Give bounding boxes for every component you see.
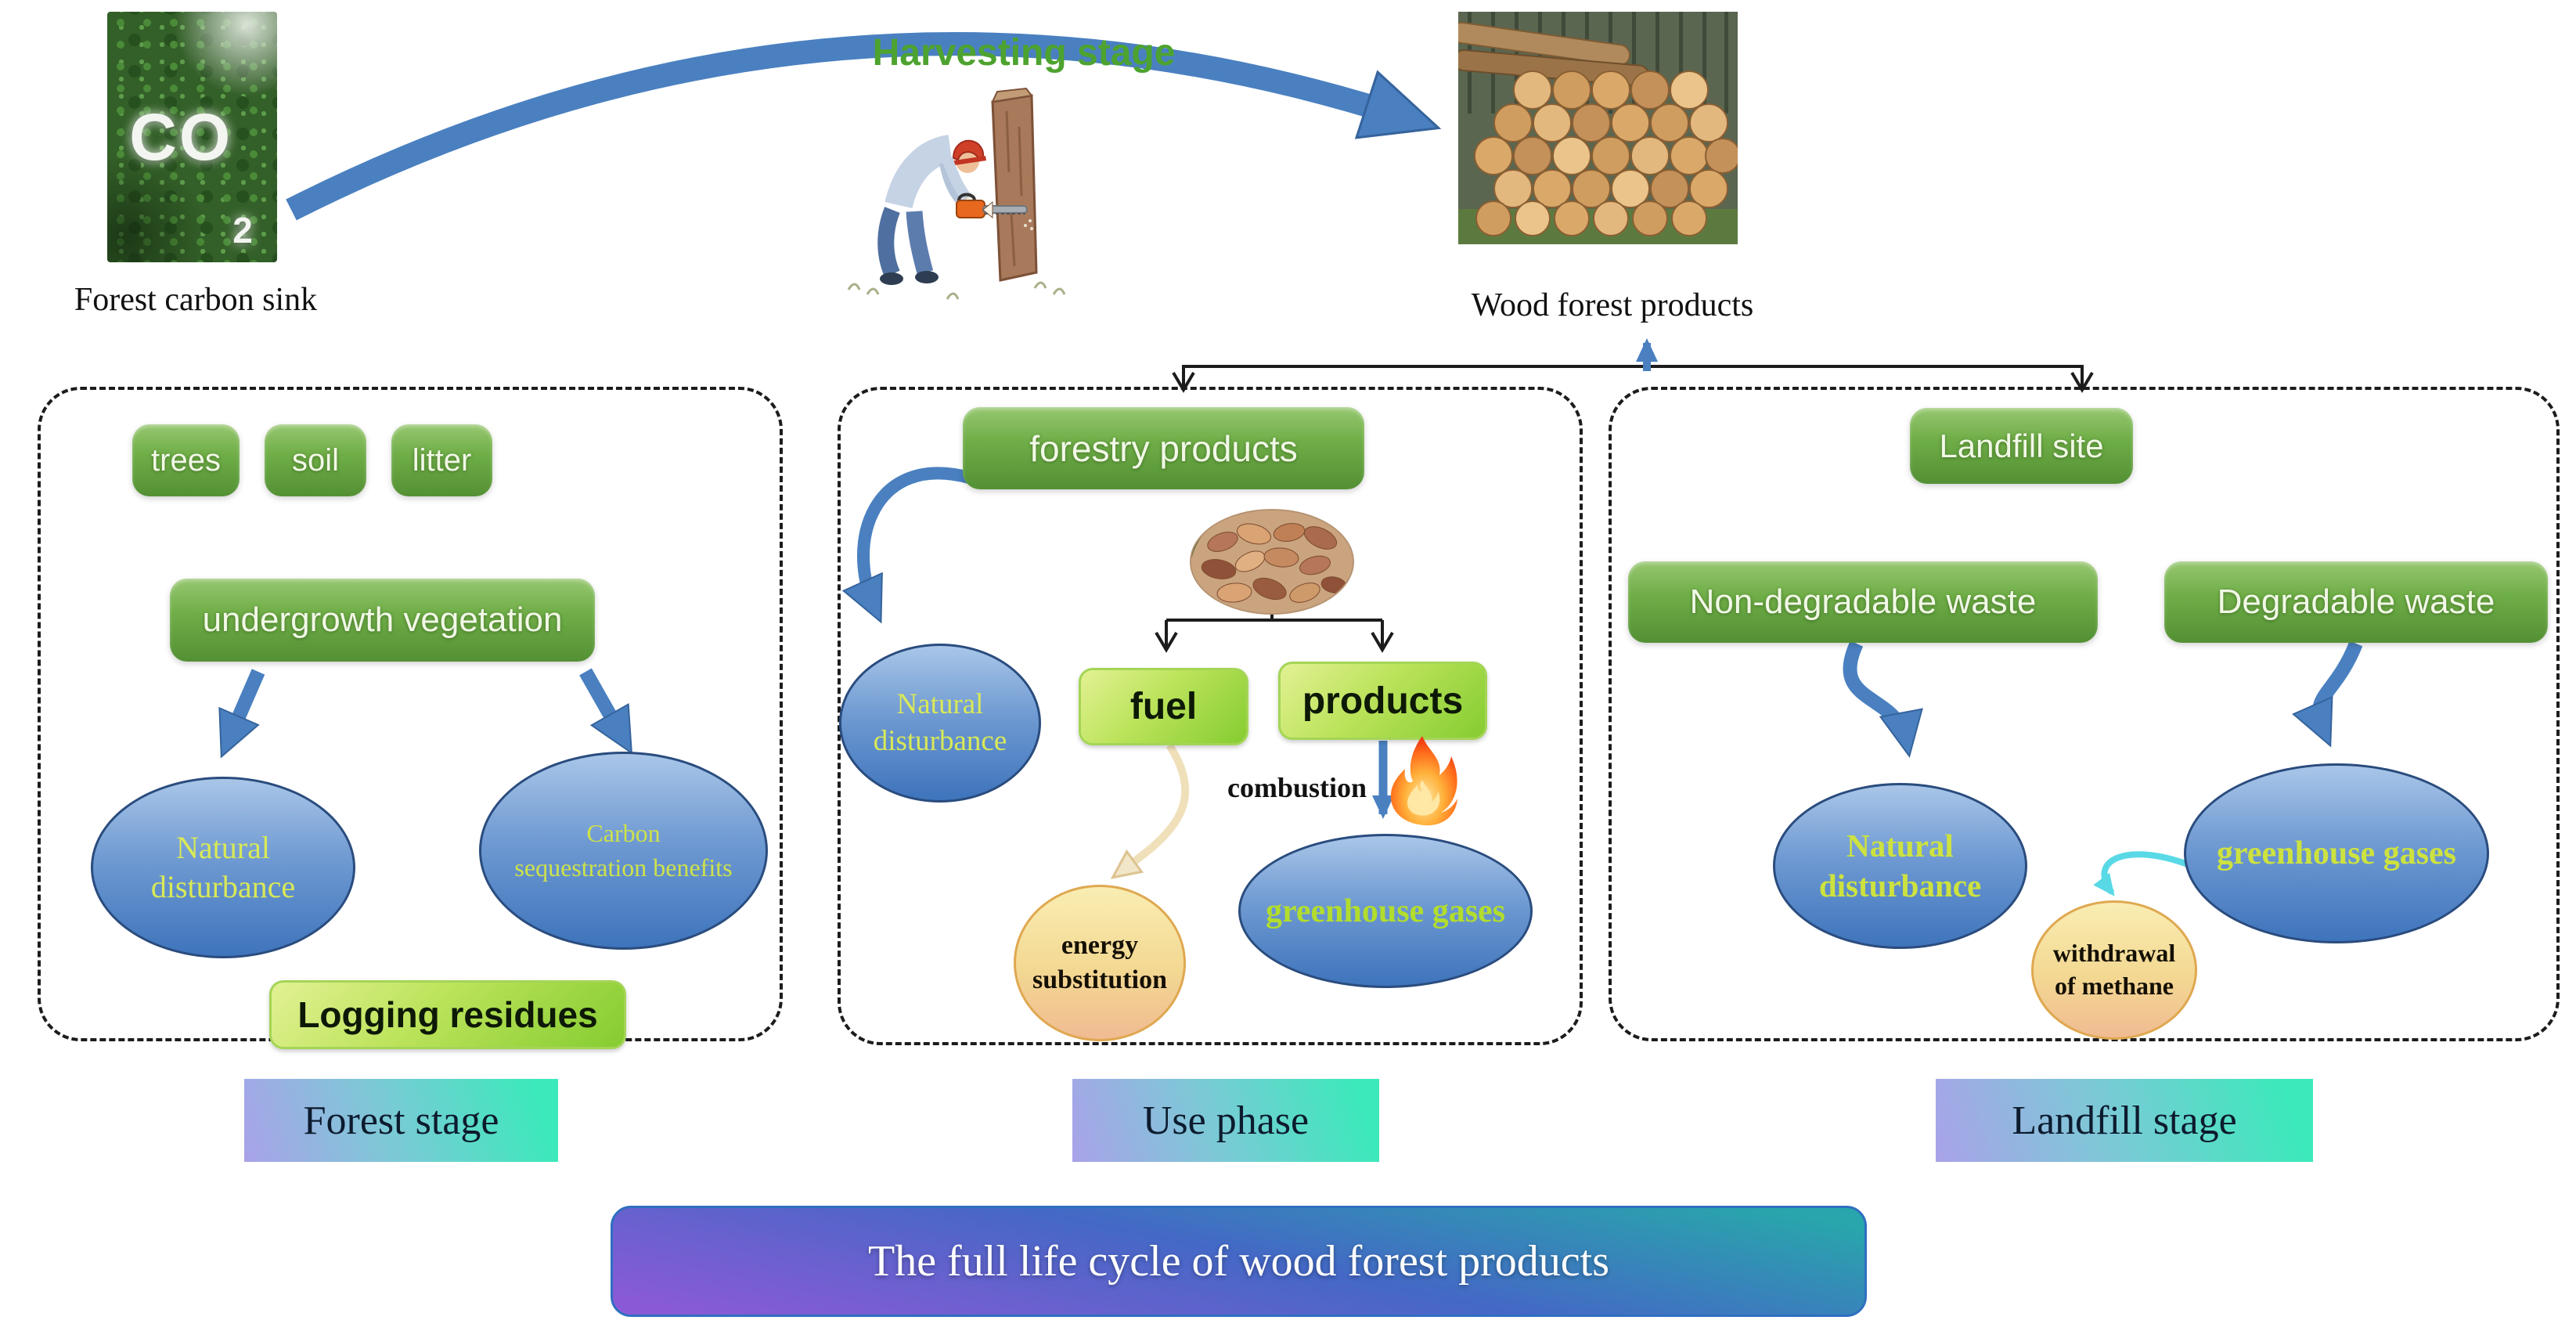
diagram-title-bar: The full life cycle of wood forest produ…: [611, 1206, 1867, 1317]
forest-natural-disturbance-label: Natural disturbance: [150, 830, 296, 904]
fuel-node: fuel: [1079, 668, 1248, 745]
energy-line2: substitution: [1032, 965, 1167, 994]
grass-strokes: [847, 281, 1066, 300]
forest-natural-disturbance-ellipse: Natural disturbance: [91, 777, 355, 958]
pool-litter: litter: [391, 424, 492, 496]
landfill-stage-bar: Landfill stage: [1936, 1079, 2313, 1162]
forestry-products-node: forestry products: [963, 407, 1364, 489]
withdrawal-line1: withdrawal: [2052, 939, 2176, 968]
wood-forest-products-caption: Wood forest products: [1471, 287, 1754, 323]
combustion-label: combustion: [1227, 772, 1367, 803]
use-phase-bar: Use phase: [1072, 1079, 1379, 1162]
landfill-stage-box: [1609, 387, 2560, 1041]
forest-carbon-sink-caption: Forest carbon sink: [74, 282, 318, 318]
energy-substitution-ellipse: energy substitution: [1014, 885, 1186, 1041]
landfill-natural-disturbance-label: Natural disturbance: [1818, 827, 1982, 904]
landfill-site-node: Landfill site: [1910, 408, 2133, 484]
use-natural-disturbance-ellipse: Natural disturbance: [839, 644, 1041, 803]
undergrowth-vegetation-node: undergrowth vegetation: [170, 579, 595, 662]
use-greenhouse-gases-ellipse: greenhouse gases: [1238, 834, 1533, 988]
landfill-greenhouse-gases-ellipse: greenhouse gases: [2184, 763, 2489, 943]
tree-trunk: [991, 87, 1038, 282]
use-natural-disturbance-label: Natural disturbance: [873, 688, 1007, 757]
use-greenhouse-gases-label: greenhouse gases: [1265, 893, 1506, 929]
co2-forest-image: CO 2: [107, 12, 277, 262]
log-ends: [1474, 70, 1738, 236]
wood-pellets-image: [1190, 509, 1354, 615]
co2-subscript: 2: [232, 210, 255, 251]
products-node: products: [1278, 662, 1487, 740]
logs-image: [1458, 12, 1738, 244]
co2-label: CO 2: [107, 12, 277, 262]
pool-soil: soil: [265, 424, 366, 496]
degradable-waste-node: Degradable waste: [2164, 561, 2548, 643]
logging-residues-node: Logging residues: [269, 980, 626, 1049]
co2-text: CO: [129, 99, 233, 174]
wood-pellets-detail: [1191, 510, 1353, 613]
landfill-natural-disturbance-ellipse: Natural disturbance: [1773, 783, 2027, 949]
lumberjack-figure: [877, 135, 986, 285]
energy-line1: energy: [1061, 930, 1139, 960]
landfill-greenhouse-gases-label: greenhouse gases: [2216, 835, 2457, 871]
chainsaw-icon: [956, 193, 1033, 230]
lumberjack-image: [847, 87, 1066, 300]
forest-stage-bar: Forest stage: [244, 1079, 558, 1162]
carbon-sequestration-ellipse: Carbon sequestration benefits: [479, 752, 768, 950]
carbon-line2: sequestration benefits: [514, 853, 733, 882]
withdrawal-of-methane-ellipse: withdrawal of methane: [2031, 900, 2197, 1040]
flame-icon: [1390, 736, 1457, 826]
carbon-line1: Carbon: [586, 819, 661, 848]
withdrawal-line2: of methane: [2055, 972, 2174, 1000]
pool-trees: trees: [132, 424, 240, 496]
non-degradable-waste-node: Non-degradable waste: [1628, 561, 2098, 643]
top-connector-line: [1172, 365, 2082, 393]
harvesting-stage-label: Harvesting stage: [872, 31, 1176, 74]
